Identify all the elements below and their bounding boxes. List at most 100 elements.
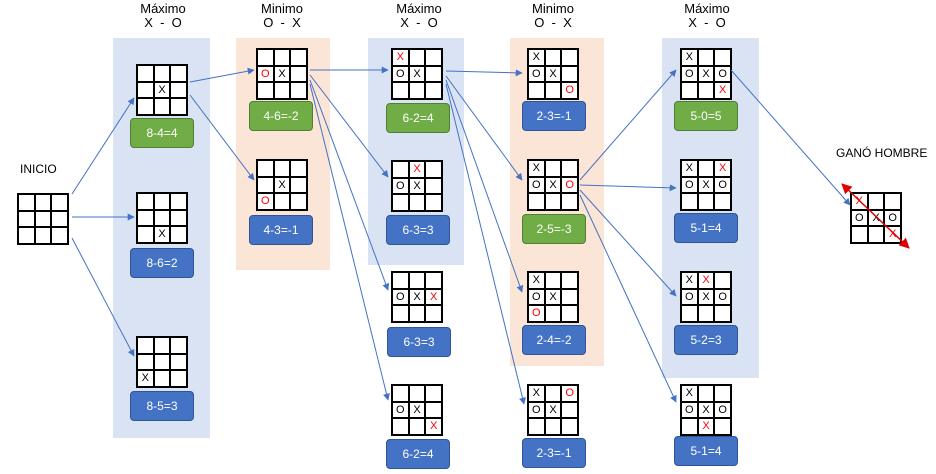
board-cell: X xyxy=(528,385,545,402)
board-cell xyxy=(425,385,442,402)
board-cell xyxy=(290,49,307,66)
column-header-5: Máximo X - O xyxy=(662,2,752,30)
board-cell: X xyxy=(528,49,545,66)
board-cell: X xyxy=(697,65,715,83)
board-cell xyxy=(18,210,35,228)
column-header-players: O - X xyxy=(534,15,572,30)
board-cell xyxy=(273,82,291,99)
score-label: 2-3=-1 xyxy=(522,101,586,131)
score-label: 2-5=-3 xyxy=(522,214,586,244)
board-cell: X xyxy=(714,160,731,177)
score-label: 5-1=4 xyxy=(674,436,738,466)
score-label: 4-6=-2 xyxy=(249,101,313,131)
board-cell xyxy=(697,82,715,99)
board-cell xyxy=(681,193,698,210)
board-l1b: X xyxy=(136,192,188,244)
board-cell xyxy=(561,65,578,83)
winning-diagonal xyxy=(841,183,910,249)
board-cell xyxy=(425,177,442,195)
board-cell xyxy=(714,49,731,66)
board-cell xyxy=(170,209,187,227)
board-cell xyxy=(18,227,35,244)
board-cell xyxy=(290,65,307,83)
board-cell: O xyxy=(528,65,545,83)
board-cell: X xyxy=(681,160,698,177)
board-cell xyxy=(528,193,545,210)
board-cell: X xyxy=(697,272,715,289)
board-cell xyxy=(561,193,578,210)
arrow xyxy=(71,97,135,195)
board-cell: X xyxy=(273,65,291,83)
board-cell xyxy=(561,160,578,177)
board-cell xyxy=(544,418,562,435)
board-cell xyxy=(18,194,35,211)
board-cell xyxy=(51,194,68,211)
board-cell xyxy=(170,370,187,387)
board-cell xyxy=(425,49,442,66)
arrow xyxy=(579,69,677,181)
board-cell xyxy=(137,337,154,354)
board-cell xyxy=(257,49,274,66)
board-cell xyxy=(170,98,187,115)
board-cell xyxy=(170,353,187,371)
board-cell: X xyxy=(697,418,715,435)
board-cell xyxy=(153,337,171,354)
score-label: 5-1=4 xyxy=(674,213,738,243)
win-label: GANÓ HOMBRE xyxy=(836,146,928,160)
board-cell xyxy=(392,272,409,289)
board-cell: O xyxy=(392,401,409,419)
board-cell xyxy=(714,193,731,210)
board-cell xyxy=(290,176,307,194)
board-cell xyxy=(51,210,68,228)
board-cell: X xyxy=(681,385,698,402)
board-cell xyxy=(425,82,442,99)
score-label: 8-5=3 xyxy=(130,391,194,421)
board-cell: O xyxy=(681,176,698,194)
board-cell: O xyxy=(392,177,409,195)
board-cell: O xyxy=(528,176,545,194)
board-cell xyxy=(137,353,154,371)
score-label: 8-6=2 xyxy=(130,248,194,278)
board-cell: X xyxy=(544,176,562,194)
column-header-title: Máximo xyxy=(684,1,730,16)
arrow xyxy=(309,83,390,401)
board-cell: X xyxy=(153,81,171,99)
board-cell xyxy=(408,418,426,435)
board-cell xyxy=(544,385,562,402)
board-cell xyxy=(153,98,171,115)
board-cell: X xyxy=(544,401,562,419)
board-cell: X xyxy=(681,49,698,66)
board-cell: X xyxy=(153,226,171,243)
arrow xyxy=(445,79,524,293)
board-cell xyxy=(273,160,291,177)
board-cell: O xyxy=(528,401,545,419)
board-cell xyxy=(528,82,545,99)
board-cell: X xyxy=(408,65,426,83)
score-label: 5-0=5 xyxy=(674,101,738,131)
board-cell xyxy=(681,418,698,435)
board-cell xyxy=(697,305,715,322)
board-cell xyxy=(714,385,731,402)
arrow xyxy=(189,94,255,181)
board-cell xyxy=(425,272,442,289)
board-cell xyxy=(257,176,274,194)
score-label: 6-3=3 xyxy=(386,215,450,245)
board-cell: X xyxy=(681,272,698,289)
board-cell: O xyxy=(257,65,274,83)
board-cell: X xyxy=(273,176,291,194)
board-cell xyxy=(290,160,307,177)
board-cell: O xyxy=(528,288,545,306)
board-cell: O xyxy=(714,288,731,306)
board-cell xyxy=(544,82,562,99)
board-cell: X xyxy=(137,370,154,387)
start-board xyxy=(17,193,69,245)
board-cell xyxy=(153,65,171,82)
board-cell: X xyxy=(544,65,562,83)
board-cell xyxy=(681,305,698,322)
